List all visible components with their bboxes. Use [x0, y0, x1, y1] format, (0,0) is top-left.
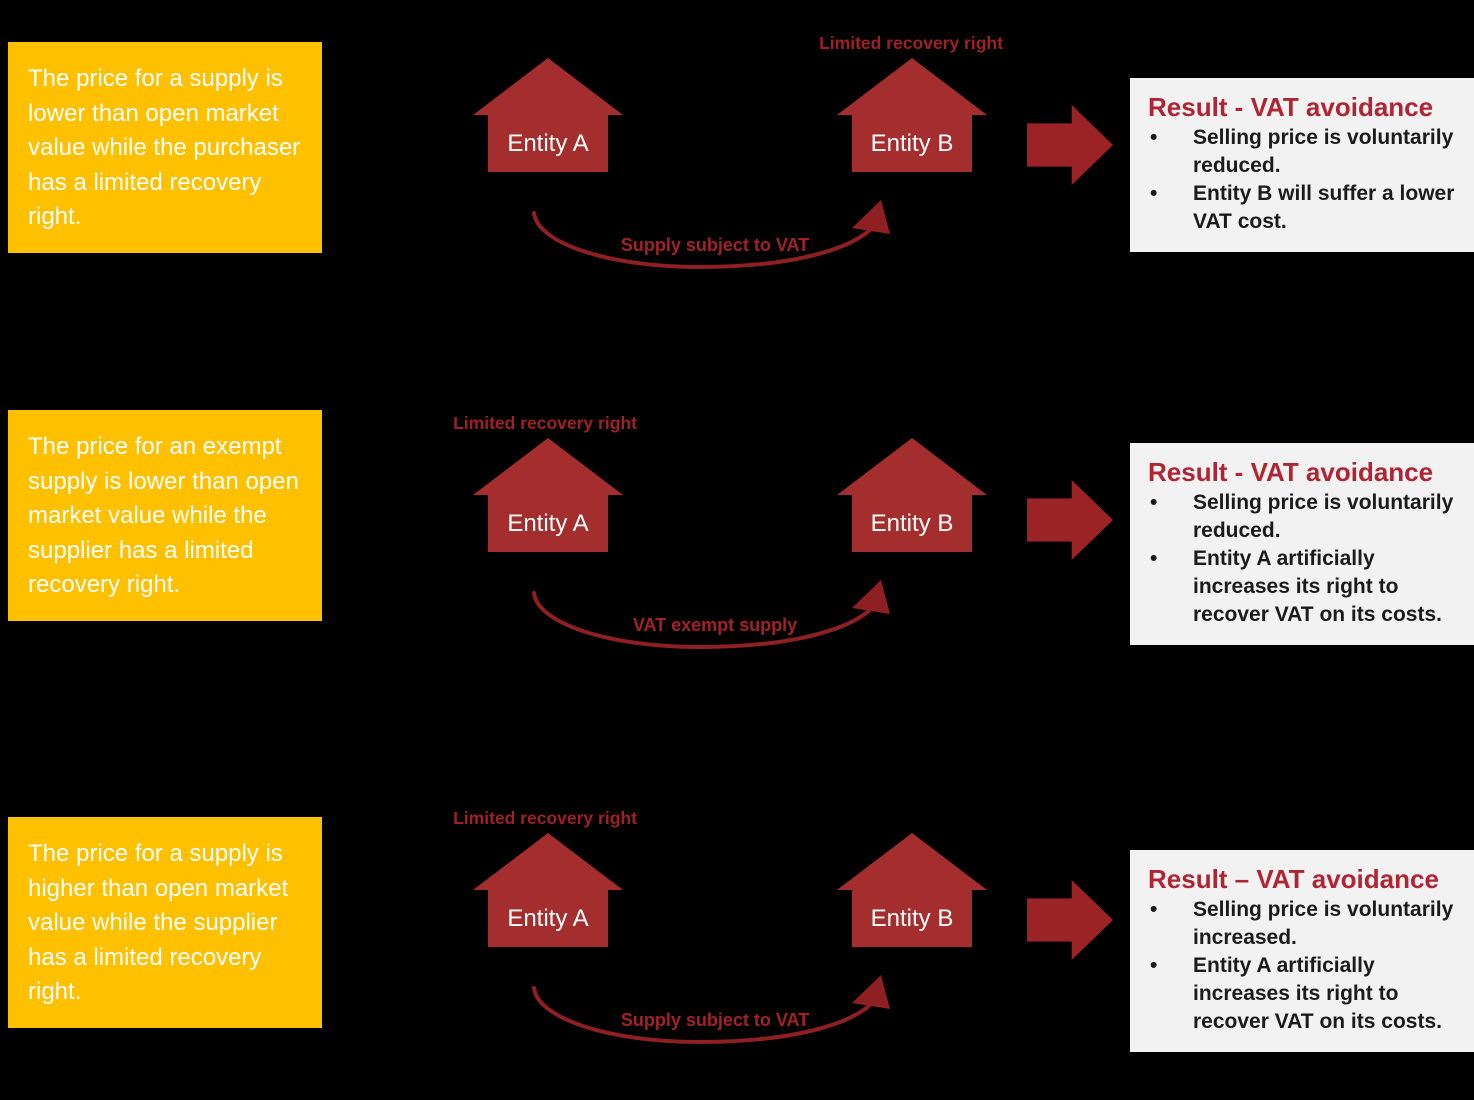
entity-b-label: Entity B [870, 510, 954, 537]
result-title: Result – VAT avoidance [1148, 864, 1439, 894]
result-bullet: Selling price is voluntarily increased. [1148, 896, 1460, 952]
result-bullet: Entity A artificially increases its righ… [1148, 545, 1460, 629]
entity-b-house-icon: Entity B [837, 438, 987, 552]
result-title: Result - VAT avoidance [1148, 92, 1434, 122]
supply-arrow-icon [532, 200, 890, 270]
result-box: Result – VAT avoidance Selling price is … [1130, 850, 1474, 1052]
scenario-row: The price for a supply is lower than ope… [0, 25, 1474, 325]
supply-arrow-icon [532, 975, 890, 1045]
entity-b-house-icon: Entity B [837, 833, 987, 947]
entity-a-house-icon: Entity A [473, 58, 623, 172]
limited-recovery-label: Limited recovery right [453, 808, 637, 828]
limited-recovery-label: Limited recovery right [453, 413, 637, 433]
entity-a-label: Entity A [507, 905, 589, 932]
result-bullet: Entity B will suffer a lower VAT cost. [1148, 180, 1460, 236]
result-box: Result - VAT avoidance Selling price is … [1130, 78, 1474, 252]
scenario-description: The price for an exempt supply is lower … [8, 410, 322, 621]
result-arrow-icon [1027, 480, 1113, 560]
supply-label: VAT exempt supply [632, 615, 798, 635]
result-arrow-icon [1027, 880, 1113, 960]
result-bullet: Selling price is voluntarily reduced. [1148, 489, 1460, 545]
entity-a-house-icon: Entity A [473, 833, 623, 947]
supply-label: Supply subject to VAT [620, 235, 810, 255]
entity-a-label: Entity A [507, 130, 589, 157]
entity-b-label: Entity B [870, 905, 954, 932]
entity-a-house-icon: Entity A [473, 438, 623, 552]
supply-label: Supply subject to VAT [620, 1010, 810, 1030]
entity-b-house-icon: Entity B [837, 58, 987, 172]
scenario-description: The price for a supply is higher than op… [8, 817, 322, 1028]
result-box: Result - VAT avoidance Selling price is … [1130, 443, 1474, 645]
entity-b-label: Entity B [870, 130, 954, 157]
scenario-row: The price for a supply is higher than op… [0, 800, 1474, 1100]
result-bullet: Entity A artificially increases its righ… [1148, 952, 1460, 1036]
limited-recovery-label: Limited recovery right [819, 33, 1003, 53]
supply-arrow-icon [532, 580, 890, 650]
result-title: Result - VAT avoidance [1148, 457, 1434, 487]
result-arrow-icon [1027, 105, 1113, 185]
result-bullet: Selling price is voluntarily reduced. [1148, 124, 1460, 180]
entity-a-label: Entity A [507, 510, 589, 537]
scenario-description: The price for a supply is lower than ope… [8, 42, 322, 253]
scenario-row: The price for an exempt supply is lower … [0, 405, 1474, 705]
